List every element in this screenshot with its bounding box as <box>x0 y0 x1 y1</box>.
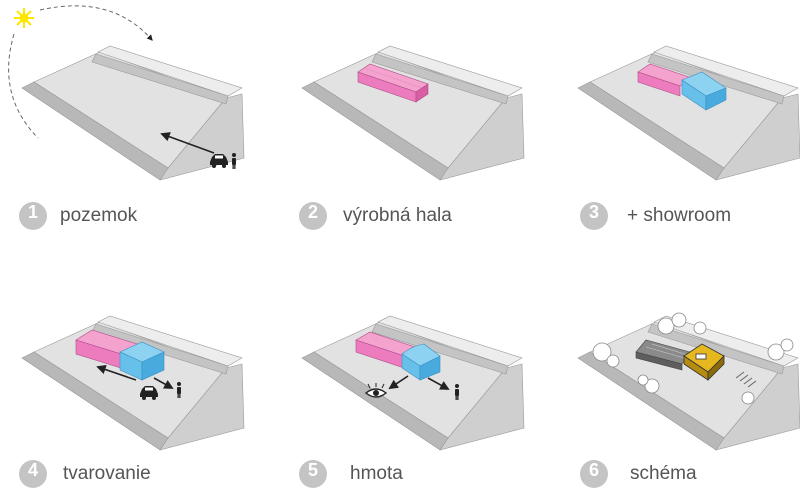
car-access-arrow <box>96 364 137 381</box>
showroom-volume <box>401 343 441 381</box>
step-1-number: 1 <box>19 202 47 230</box>
step-3-number: 3 <box>580 202 608 230</box>
terrain-slab <box>577 315 800 451</box>
panel-3 <box>577 45 800 181</box>
eye-icon <box>364 383 388 398</box>
panel-5 <box>301 315 525 451</box>
person-icon <box>232 153 236 169</box>
access-arrow <box>160 132 215 154</box>
step-6-number: 6 <box>580 460 608 488</box>
step-1-label: pozemok <box>60 205 138 226</box>
terrain-slab <box>21 45 245 181</box>
pedestrian-arrow <box>153 377 174 389</box>
sun-path-arc-top <box>39 5 153 41</box>
terrain-slab <box>577 45 800 181</box>
step-2-number: 2 <box>299 202 327 230</box>
terrain-slab <box>301 45 525 181</box>
panel-1 <box>8 5 245 181</box>
step-4-label: tvarovanie <box>63 463 151 484</box>
sun-path-arc-left <box>8 33 39 139</box>
panel-2 <box>301 45 525 181</box>
step-4-number: 4 <box>19 460 47 488</box>
step-6-label: schéma <box>630 463 697 484</box>
panel-6 <box>577 312 800 451</box>
step-2-label: výrobná hala <box>343 205 452 226</box>
step-5-label: hmota <box>350 463 403 484</box>
tree-icon <box>592 312 794 405</box>
showroom-volume <box>119 341 165 381</box>
building-showroom <box>683 343 725 381</box>
step-5-number: 5 <box>299 460 327 488</box>
terrain-slab <box>301 315 525 451</box>
production-hall-volume <box>357 63 429 103</box>
pedestrian-arrow <box>427 377 450 390</box>
parking-lines <box>735 371 757 388</box>
panel-4 <box>21 315 245 451</box>
production-hall-volume <box>637 63 693 97</box>
view-arrow <box>388 375 409 390</box>
terrain-slab <box>21 315 245 451</box>
step-3-label: + showroom <box>627 205 732 226</box>
building-hall <box>635 339 691 371</box>
showroom-volume <box>681 71 727 111</box>
sun-icon <box>14 8 34 28</box>
